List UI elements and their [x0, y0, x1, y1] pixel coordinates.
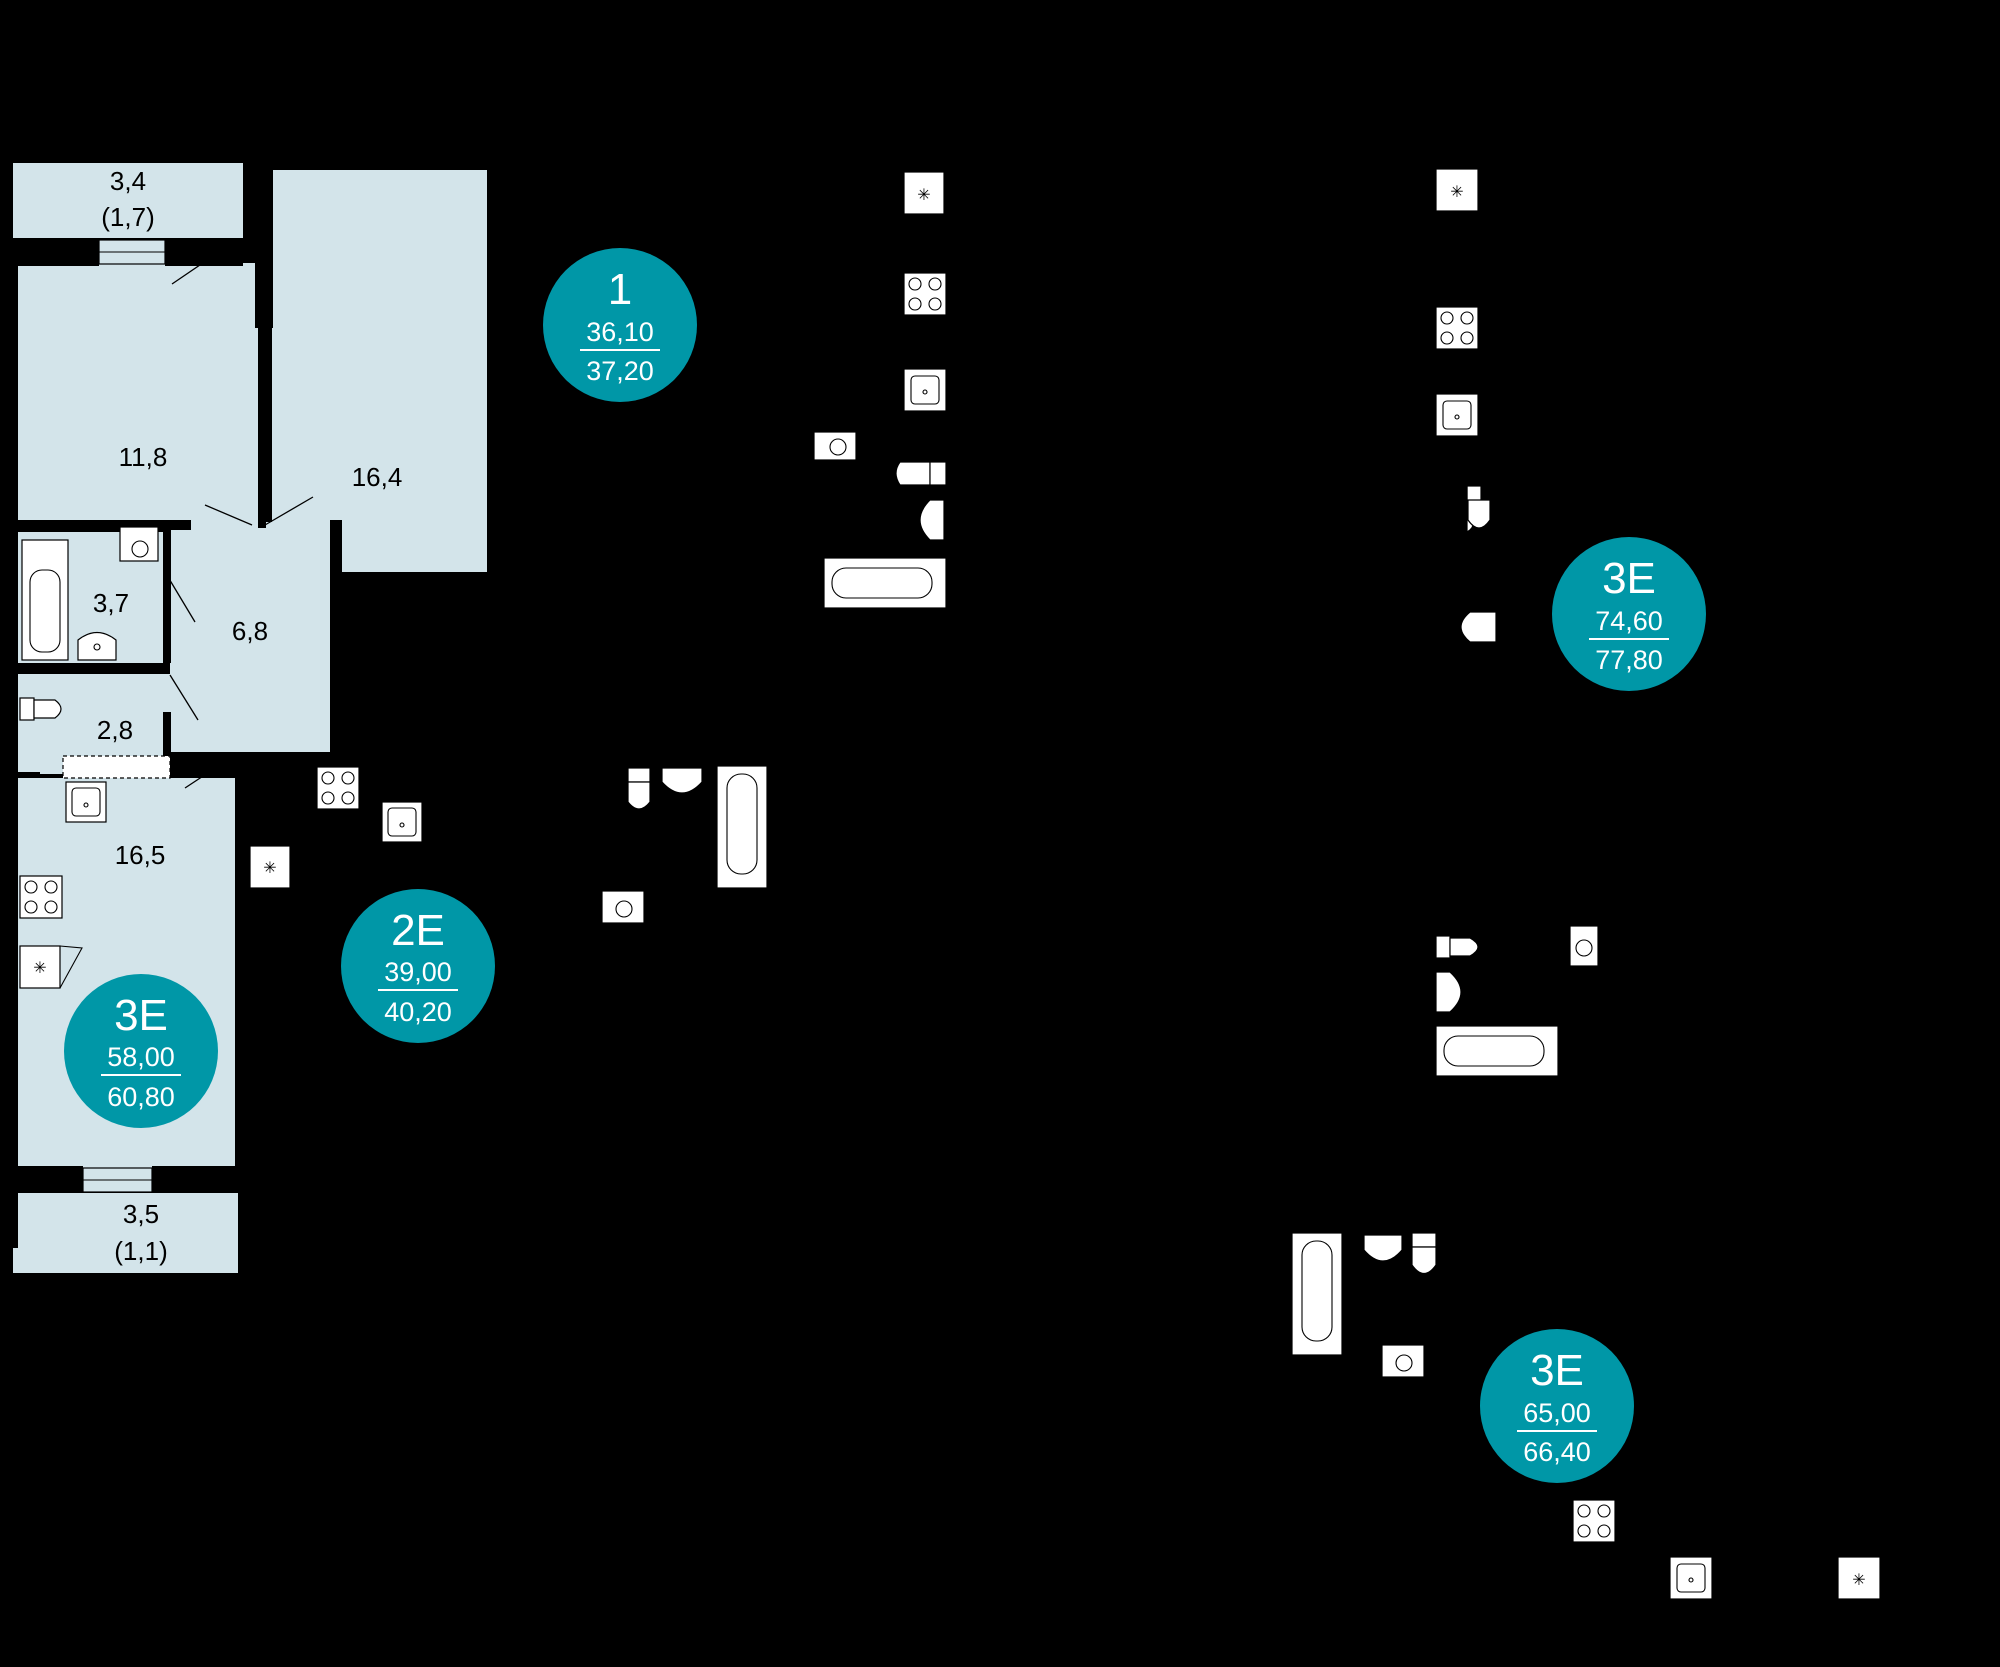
apartment-badge[interactable]: 1 36,10 37,20 [543, 248, 697, 402]
washer-icon [813, 431, 857, 461]
bathtub-icon [716, 765, 768, 889]
room-area-label: 16,4 [352, 462, 403, 492]
apartment-3e-highlighted: ✳ 3,4 (1,7) 11,8 16,4 3,7 6,8 2,8 16,5 3… [13, 163, 487, 1273]
apartment-total-area: 77,80 [1595, 645, 1663, 675]
room-area-label: 16,5 [115, 840, 166, 870]
room-11-8 [18, 263, 260, 525]
fridge-icon: ✳ [1435, 168, 1479, 212]
hall [170, 522, 330, 752]
bathtub-icon [1435, 1025, 1559, 1077]
fixtures-apartment-3e-65: ✳ [1291, 925, 1881, 1600]
toilet-icon [1411, 1232, 1437, 1275]
apartment-total-area: 60,80 [107, 1082, 175, 1112]
washer-icon [119, 526, 159, 562]
apartment-type: 3E [1602, 554, 1656, 603]
bathtub-icon [1291, 1232, 1343, 1356]
stove-icon [903, 272, 947, 316]
room-sub-label: (1,7) [101, 202, 154, 232]
balcony-bottom [13, 1193, 238, 1273]
washbasin-icon [77, 631, 117, 661]
toilet-icon [1435, 935, 1479, 959]
fridge-icon: ✳ [903, 171, 945, 215]
fridge-icon: ✳ [19, 945, 83, 989]
stove-icon [316, 766, 360, 810]
apartment-total-area: 66,40 [1523, 1437, 1591, 1467]
svg-text:✳: ✳ [1852, 1570, 1865, 1589]
sink-icon [65, 781, 107, 823]
apartment-badge[interactable]: 3E 65,00 66,40 [1480, 1329, 1634, 1483]
room-16-4 [272, 170, 487, 572]
room-area-label: 11,8 [119, 442, 168, 472]
bathtub-icon [21, 539, 69, 661]
apartment-badge[interactable]: 3E 74,60 77,80 [1552, 537, 1706, 691]
washer-icon [601, 890, 645, 924]
apartment-type: 3E [114, 991, 168, 1040]
fixtures-apartment-2e: ✳ [249, 765, 768, 924]
apartment-living-area: 36,10 [586, 317, 654, 347]
washer-icon [1569, 925, 1599, 967]
fridge-icon: ✳ [1837, 1556, 1881, 1600]
room-area-label: 2,8 [97, 715, 133, 745]
svg-text:✳: ✳ [917, 185, 930, 204]
apartment-type: 2E [391, 906, 445, 955]
apartment-badge[interactable]: 2E 39,00 40,20 [341, 889, 495, 1043]
apartment-living-area: 74,60 [1595, 606, 1663, 636]
room-sub-label: (1,1) [114, 1236, 167, 1266]
room-area-label: 6,8 [232, 616, 268, 646]
toilet-icon [627, 767, 651, 810]
stove-icon [19, 875, 63, 919]
fridge-icon: ✳ [249, 845, 291, 889]
fixtures-apartment-1: ✳ [813, 171, 947, 609]
toilet-icon [895, 461, 947, 486]
apartment-total-area: 37,20 [586, 356, 654, 386]
wardrobe-icon [62, 755, 171, 779]
sink-icon [381, 801, 423, 843]
apartment-type: 3E [1530, 1346, 1584, 1395]
sink-icon [903, 368, 947, 412]
balcony-top [13, 163, 243, 238]
stove-icon [1435, 306, 1479, 350]
fixtures-apartment-3e-74: ✳ [1435, 168, 1497, 643]
apartment-type: 1 [608, 265, 632, 314]
washbasin-icon [1435, 971, 1462, 1013]
washer-icon [1381, 1344, 1425, 1378]
apartment-living-area: 39,00 [384, 957, 452, 987]
apartment-total-area: 40,20 [384, 997, 452, 1027]
stove-icon [1572, 1499, 1616, 1543]
washbasin-icon [661, 767, 703, 794]
washbasin-icon [1363, 1234, 1403, 1262]
sink-icon [1669, 1556, 1713, 1600]
washbasin-icon [1460, 611, 1497, 643]
svg-text:✳: ✳ [1450, 182, 1463, 201]
svg-text:✳: ✳ [263, 858, 276, 877]
room-area-label: 3,5 [123, 1199, 159, 1229]
sink-icon [1435, 393, 1479, 437]
bathtub-icon [823, 557, 947, 609]
toilet-icon [1466, 485, 1491, 534]
svg-text:✳: ✳ [33, 958, 46, 977]
washbasin-icon [919, 499, 945, 541]
apartment-badge-selected[interactable]: 3E 58,00 60,80 [64, 974, 218, 1128]
toilet-icon [19, 697, 62, 721]
room-area-label: 3,7 [93, 588, 129, 618]
room-area-label: 3,4 [110, 166, 146, 196]
apartment-living-area: 58,00 [107, 1042, 175, 1072]
apartment-living-area: 65,00 [1523, 1398, 1591, 1428]
